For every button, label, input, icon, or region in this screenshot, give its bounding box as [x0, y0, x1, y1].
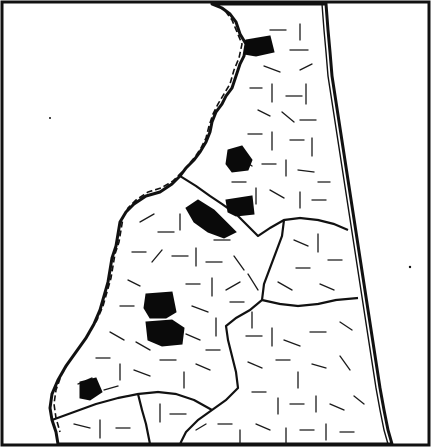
town-line	[139, 213, 231, 241]
town-line	[277, 233, 343, 291]
county-line-central	[261, 296, 359, 308]
town-line	[127, 273, 259, 297]
town-line	[251, 391, 365, 415]
highlight-area-southwest-lower	[145, 319, 185, 347]
highlight-area-central-east	[225, 195, 255, 217]
west-river-line	[53, 5, 243, 433]
town-line	[247, 355, 351, 389]
town-line	[231, 181, 327, 209]
scan-specks	[49, 117, 412, 269]
town-line	[245, 321, 353, 347]
town-line	[247, 111, 317, 157]
highlight-area-north	[243, 35, 275, 57]
highlight-area-southwest-upper	[143, 291, 177, 319]
highlight-area-central-west	[185, 199, 237, 239]
town-line	[109, 331, 221, 351]
highlighted-areas	[79, 35, 275, 401]
county-line-north	[179, 175, 349, 238]
town-line	[131, 247, 245, 271]
east-border-inner	[321, 3, 389, 445]
speck	[49, 117, 51, 119]
town-line	[263, 23, 313, 73]
town-line	[119, 301, 253, 337]
highlight-area-upper-mid	[225, 145, 253, 173]
county-boundaries	[51, 175, 359, 445]
town-line	[249, 83, 307, 117]
speck	[408, 265, 412, 269]
town-line	[255, 423, 355, 445]
county-line-southwest	[136, 393, 152, 445]
highlight-area-south	[79, 377, 103, 401]
town-boundaries	[73, 23, 365, 445]
town-line	[73, 419, 241, 445]
town-line	[95, 357, 211, 389]
county-line-east-north	[179, 219, 286, 445]
